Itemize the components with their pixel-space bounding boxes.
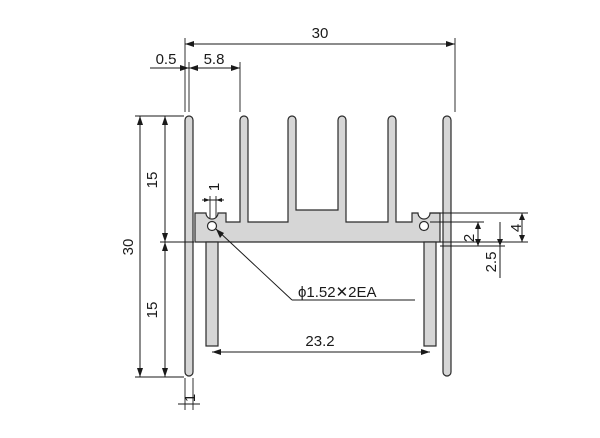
dim-hole-width: 1: [202, 183, 224, 218]
upper-half-label: 15: [144, 172, 161, 189]
dim-4-label: 4: [508, 224, 525, 232]
lower-left-leg: [205, 241, 219, 347]
dim-2-label: 2: [461, 234, 478, 242]
dim-right-offsets: 4 2 2.5: [430, 212, 528, 278]
dim-half-heights: 15 15: [144, 116, 194, 377]
left-outer-fin: [184, 115, 194, 377]
hole-callout-label: ϕ1.52✕2EA: [298, 284, 377, 301]
dim-overall-width: 30: [184, 25, 456, 112]
hole-callout: ϕ1.52✕2EA: [215, 228, 415, 301]
mounting-hole-left: [206, 220, 218, 232]
fin-offset-label: 0.5: [156, 51, 177, 68]
overall-width-label: 30: [312, 25, 329, 42]
hole-width-label: 1: [206, 183, 223, 191]
dim-overall-height: 30: [120, 115, 184, 378]
dim-fin-thickness: 1: [178, 378, 200, 410]
base-with-fins: [194, 115, 441, 243]
dim-hole-span: 23.2: [212, 333, 430, 355]
fin-pitch-label: 5.8: [204, 51, 225, 68]
dim-fin-offset-pitch: 0.5 5.8: [150, 51, 241, 112]
overall-height-label: 30: [120, 239, 137, 256]
lower-half-label: 15: [144, 302, 161, 319]
mounting-hole-right: [418, 220, 430, 232]
hole-span-label: 23.2: [305, 333, 334, 350]
fin-thickness-label: 1: [182, 394, 199, 402]
dim-2-5-label: 2.5: [483, 252, 500, 273]
lower-right-leg: [423, 241, 437, 347]
